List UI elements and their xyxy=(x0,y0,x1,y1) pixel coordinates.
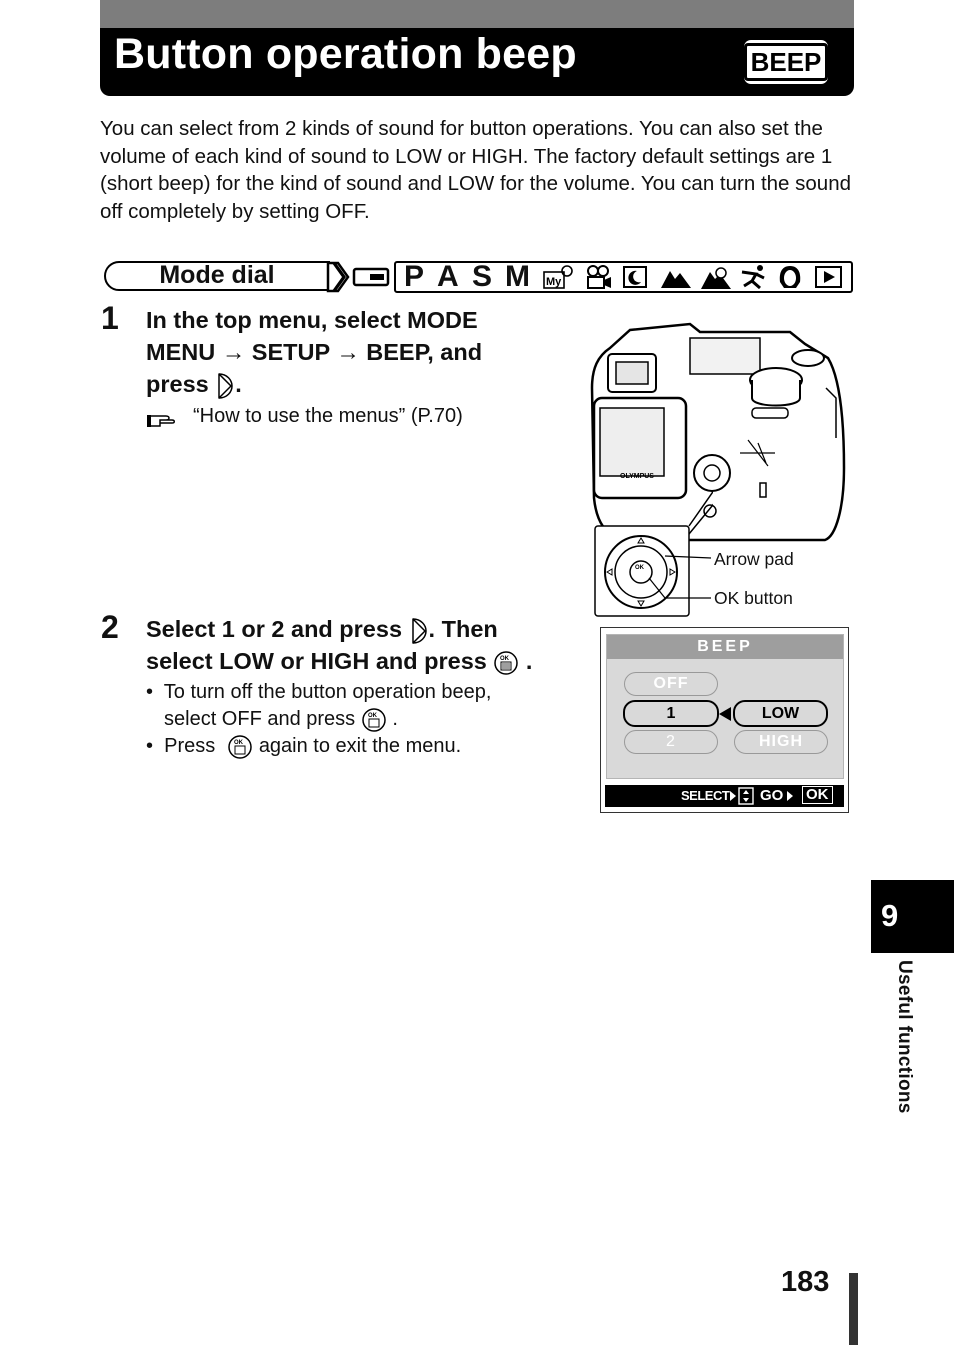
mode-dial-arrow-icon xyxy=(326,261,390,293)
svg-text:OK: OK xyxy=(234,740,244,746)
menu-reference-link[interactable]: “How to use the menus” (P.70) xyxy=(193,405,463,427)
step-1-period: . xyxy=(235,371,242,397)
arrow-icon xyxy=(730,791,736,801)
ok-label: OK xyxy=(802,786,833,804)
step-2-line-1a: Select 1 or 2 and press xyxy=(146,616,403,642)
bullet-2-press: Press xyxy=(164,735,216,757)
bullet-item: • To turn off the button operation beep, xyxy=(146,681,492,703)
mode-p: P xyxy=(404,260,425,293)
mode-m: M xyxy=(505,260,530,293)
step-2-line-2a: select LOW or HIGH and press xyxy=(146,648,487,674)
beep-badge: BEEP xyxy=(743,40,829,84)
sports-icon xyxy=(741,265,765,290)
step-2-number: 2 xyxy=(101,609,119,645)
step-2-instructions: Select 1 or 2 and press . Then select LO… xyxy=(146,613,586,677)
chapter-label: Useful functions xyxy=(894,960,915,1114)
landscape-portrait-icon xyxy=(701,267,731,289)
step-1-beep: BEEP, and xyxy=(366,339,483,365)
movie-icon xyxy=(587,265,611,289)
chapter-tab: 9 xyxy=(871,880,954,953)
mode-dial-label: Mode dial xyxy=(104,261,330,291)
option-off[interactable]: OFF xyxy=(624,672,718,696)
bullet-1-period: . xyxy=(392,708,398,730)
arrow-icon: → xyxy=(221,339,246,365)
option-sound-1[interactable]: 1 xyxy=(623,700,719,727)
lcd-menu-area: BEEP OFF 1 LOW 2 HIGH xyxy=(606,634,844,779)
bullet-item: • Press OK again to exit the menu. xyxy=(146,733,586,760)
step-1-setup: SETUP xyxy=(251,339,330,365)
page-number: 183 xyxy=(781,1266,830,1298)
landscape-icon xyxy=(661,271,691,288)
step-1-line-1: In the top menu, select MODE xyxy=(146,307,478,333)
bullet-1-line-2: select OFF and press xyxy=(164,708,356,730)
step-1-instructions: In the top menu, select MODE MENU → SETU… xyxy=(146,304,566,400)
svg-text:OK: OK xyxy=(368,713,378,719)
playback-icon xyxy=(815,266,842,288)
mode-dial-positions: P A S M My xyxy=(394,260,853,293)
lcd-footer: SELECT GO OK xyxy=(605,785,844,807)
my-mode-icon: My xyxy=(543,265,573,289)
arrow-pad-zoom: OK xyxy=(594,490,713,617)
arrow-pad-caption: Arrow pad xyxy=(714,549,794,569)
select-label: SELECT xyxy=(681,788,730,803)
mode-a: A xyxy=(437,260,459,293)
svg-text:OK: OK xyxy=(500,656,510,662)
option-volume-high[interactable]: HIGH xyxy=(734,730,828,754)
camera-illustration: OLYMPUS xyxy=(590,322,846,542)
svg-text:My: My xyxy=(546,276,562,288)
mode-s: S xyxy=(472,260,493,293)
bullet-list: • To turn off the button operation beep,… xyxy=(146,679,586,760)
bullet-item-cont: select OFF and press OK . xyxy=(146,706,586,733)
beep-menu-screen: BEEP OFF 1 LOW 2 HIGH SELECT GO OK xyxy=(600,627,849,813)
step-1-press: press xyxy=(146,371,209,397)
selection-arrow-icon xyxy=(719,707,731,721)
step-1-mode-menu: MENU xyxy=(146,339,216,365)
arrow-icon xyxy=(787,791,793,801)
reference-hand-icon xyxy=(147,415,175,427)
ok-button-icon: OK xyxy=(362,707,386,732)
svg-text:OK: OK xyxy=(635,565,645,571)
arrow-right-button-icon xyxy=(218,373,234,399)
title-banner: Button operation beep BEEP xyxy=(100,0,854,96)
page-title: Button operation beep xyxy=(114,30,577,78)
beep-badge-label: BEEP xyxy=(743,43,829,81)
step-2-line-1b: . Then xyxy=(428,616,498,642)
option-volume-low[interactable]: LOW xyxy=(733,700,828,727)
lcd-menu-title: BEEP xyxy=(607,635,843,659)
step-1-number: 1 xyxy=(101,300,119,336)
arrow-right-button-icon xyxy=(411,618,427,644)
ok-button-icon: OK xyxy=(494,651,519,675)
intro-paragraph: You can select from 2 kinds of sound for… xyxy=(100,117,851,223)
page-number-bar xyxy=(849,1273,858,1345)
ok-button-caption: OK button xyxy=(714,588,793,608)
arrow-pad-icon xyxy=(738,787,754,805)
bullet-2-text: again to exit the menu. xyxy=(258,735,462,757)
chapter-number: 9 xyxy=(881,898,899,933)
step-2-line-2b: . xyxy=(525,648,533,674)
go-label: GO xyxy=(760,787,784,804)
portrait-icon xyxy=(779,266,801,288)
option-sound-2[interactable]: 2 xyxy=(624,730,718,754)
camera-brand-label: OLYMPUS xyxy=(620,473,654,480)
ok-button-icon: OK xyxy=(228,734,252,759)
arrow-icon: → xyxy=(336,339,360,365)
night-scene-icon xyxy=(623,266,647,288)
banner-top-strip xyxy=(100,0,854,28)
bullet-1-line-1: To turn off the button operation beep, xyxy=(163,681,492,703)
